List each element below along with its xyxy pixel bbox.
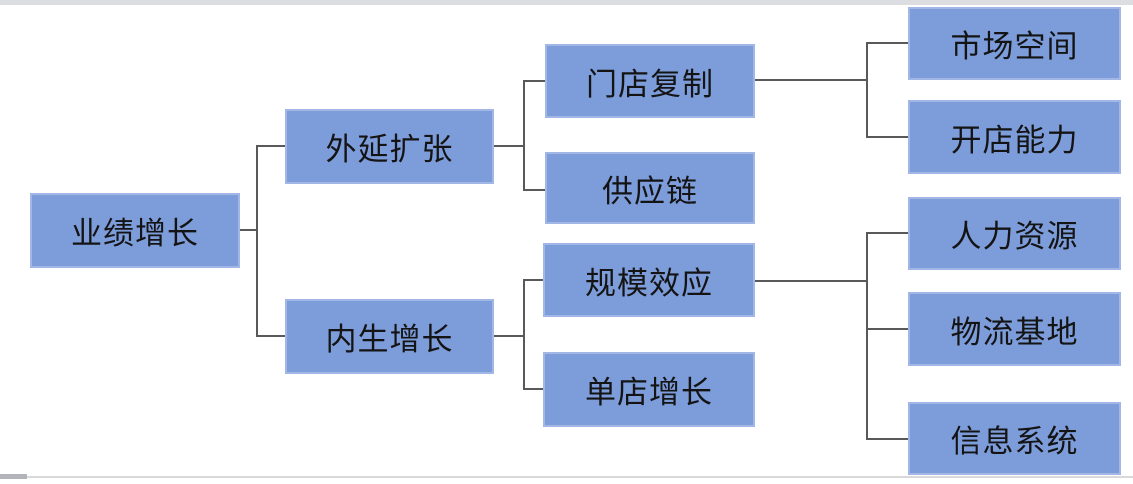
node-store-opening-capability: 开店能力 [908, 100, 1121, 174]
bottom-divider-line [0, 476, 1133, 478]
connector-store-replication-to-children [755, 42, 908, 138]
node-market-space: 市场空间 [908, 7, 1121, 80]
connector-scale-effect-to-children [755, 232, 908, 440]
node-single-store-growth: 单店增长 [543, 352, 755, 427]
node-performance-growth: 业绩增长 [30, 193, 240, 268]
node-external-expansion: 外延扩张 [285, 109, 494, 184]
node-supply-chain: 供应链 [545, 152, 755, 224]
bottom-left-scrollbar-nub [0, 474, 27, 479]
top-divider-strip [0, 0, 1133, 5]
node-logistics-base: 物流基地 [908, 292, 1121, 366]
connector-root-to-level2 [240, 145, 285, 337]
node-information-system: 信息系统 [908, 402, 1121, 475]
connector-external-expansion-to-children [494, 80, 545, 191]
node-human-resources: 人力资源 [908, 197, 1121, 270]
node-store-replication: 门店复制 [545, 44, 755, 118]
connector-organic-growth-to-children [494, 279, 543, 390]
node-organic-growth: 内生增长 [285, 299, 494, 374]
node-scale-effect: 规模效应 [543, 243, 755, 317]
